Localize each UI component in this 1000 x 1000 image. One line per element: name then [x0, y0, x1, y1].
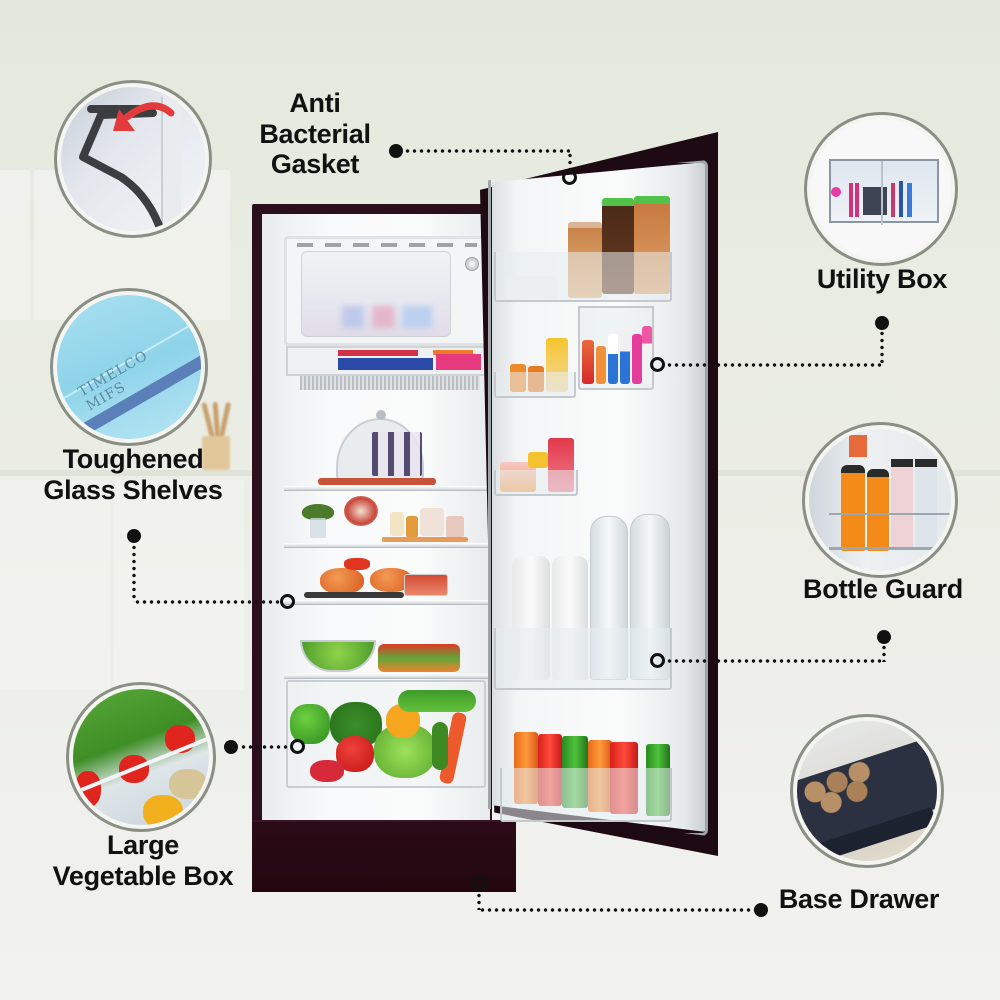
temperature-knob-icon: [465, 257, 479, 271]
utility-box-bubble: [804, 112, 958, 266]
freezer-compartment: [284, 236, 490, 346]
base-drawer-bubble: [790, 714, 944, 868]
bottle-guard-bin: [494, 628, 672, 690]
utility-item: [620, 330, 630, 384]
chill-tray: [286, 346, 488, 376]
food-item: [344, 558, 370, 570]
glass-shelf: [284, 543, 490, 548]
glass-shelf-closeup-icon: TIMELCO MIFS: [57, 295, 201, 439]
food-tray: [304, 592, 404, 598]
connector-ring: [562, 170, 577, 185]
utility-item: [632, 334, 642, 384]
chill-tray-grille: [300, 376, 480, 390]
connector-dot: [127, 529, 141, 543]
glass-shelves-bubble: TIMELCO MIFS: [50, 288, 208, 446]
door-bin: [494, 372, 576, 398]
cake-plate: [318, 478, 436, 485]
food-item: [390, 512, 404, 536]
utility-item: [642, 326, 652, 384]
gasket-bubble: [54, 80, 212, 238]
connector-dot: [877, 630, 891, 644]
dessert-cups: [372, 432, 422, 476]
utility-box-closeup-icon: [811, 119, 951, 259]
connector-dot: [389, 144, 403, 158]
bottle-guard-label: Bottle Guard: [790, 574, 976, 605]
connector-dot: [754, 903, 768, 917]
bg-utensil-holder: [196, 400, 236, 470]
label-line: Glass Shelves: [43, 474, 223, 505]
vegetable-box-label: Large Vegetable Box: [38, 830, 248, 891]
gasket-label: Anti Bacterial Gasket: [250, 88, 380, 180]
label-line: Large: [106, 830, 180, 860]
label-line: Bacterial: [259, 118, 371, 149]
food-tray: [378, 644, 460, 672]
door-bin: [494, 470, 578, 496]
bg-cabinet: [0, 170, 30, 320]
radish: [310, 760, 344, 782]
food-item: [302, 504, 334, 520]
connector-line: [882, 644, 886, 662]
glass-shelf: [284, 486, 490, 491]
connector-line: [880, 330, 884, 366]
glass-shelf: [284, 674, 490, 679]
food-item: [320, 568, 364, 594]
connector-ring: [290, 739, 305, 754]
food-item: [420, 508, 444, 536]
bottle-guard-closeup-icon: [809, 429, 951, 571]
door-item: [528, 452, 548, 468]
connector-line: [477, 892, 481, 910]
connector-ring: [280, 594, 295, 609]
bg-cabinet: [0, 480, 110, 690]
label-line: Toughened: [62, 444, 204, 474]
connector-line: [666, 659, 884, 663]
cucumber: [398, 690, 476, 712]
utility-item: [608, 334, 618, 384]
food-tray: [382, 537, 468, 542]
food-item: [310, 518, 326, 538]
glass-shelves-label: Toughened Glass Shelves: [28, 444, 238, 505]
connector-ring: [650, 357, 665, 372]
connector-line: [134, 600, 282, 604]
label-line: Bottle Guard: [803, 574, 963, 604]
connector-line: [479, 908, 755, 912]
gasket-closeup-icon: [61, 87, 205, 231]
label-line: Gasket: [270, 149, 360, 179]
vegetable-box-bubble: [66, 682, 216, 832]
utility-box-label: Utility Box: [800, 264, 964, 295]
food-container: [404, 574, 448, 596]
food-item: [344, 496, 378, 526]
connector-ring: [650, 653, 665, 668]
label-line: Anti: [289, 88, 341, 118]
glass-shelf: [284, 600, 490, 605]
base-drawer-label: Base Drawer: [772, 884, 946, 915]
label-line: Vegetable Box: [52, 860, 234, 891]
freezer-door: [301, 251, 451, 337]
label-line: Base Drawer: [778, 884, 940, 914]
door-bin: [494, 252, 672, 302]
connector-dot: [224, 740, 238, 754]
vegetable-crisper-closeup-icon: [73, 689, 209, 825]
label-line: Utility Box: [816, 264, 948, 294]
connector-ring: [472, 876, 487, 891]
connector-dot: [875, 316, 889, 330]
bottle-guard-bubble: [802, 422, 958, 578]
connector-line: [666, 363, 882, 367]
base-drawer-closeup-icon: [797, 721, 937, 861]
food-item: [446, 516, 464, 538]
zucchini: [432, 722, 448, 770]
connector-line: [404, 149, 570, 153]
connector-line: [132, 544, 136, 602]
utility-item: [582, 340, 594, 384]
utility-item: [596, 346, 606, 384]
green-pepper: [290, 704, 330, 744]
food-item: [406, 516, 418, 538]
can-bin: [500, 768, 672, 822]
connector-line: [568, 152, 572, 170]
connector-line: [240, 745, 290, 749]
